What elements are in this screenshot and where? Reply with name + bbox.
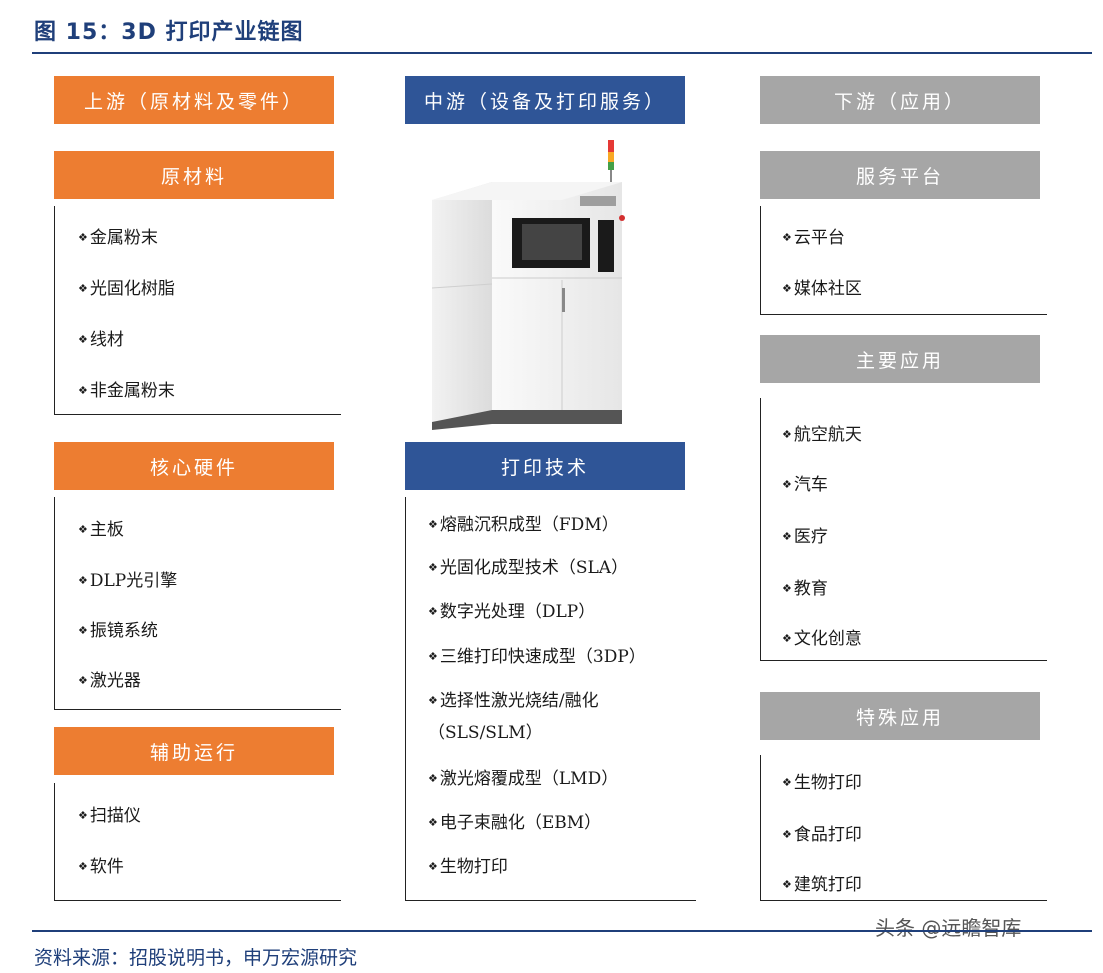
print-tech-bracket [405, 497, 696, 901]
midstream-header: 中游（设备及打印服务） [405, 76, 685, 124]
service-platform-header: 服务平台 [760, 151, 1040, 199]
diamond-bullet-icon: ❖ [78, 574, 88, 587]
list-item: ❖DLP光引擎 [78, 571, 178, 591]
title-divider [32, 52, 1092, 54]
list-item: ❖云平台 [782, 228, 845, 248]
diamond-bullet-icon: ❖ [78, 674, 88, 687]
list-item: ❖汽车 [782, 475, 828, 495]
list-item: ❖生物打印 [428, 857, 508, 877]
list-item: ❖食品打印 [782, 825, 862, 845]
list-item: ❖金属粉末 [78, 228, 158, 248]
list-item: ❖生物打印 [782, 773, 862, 793]
diamond-bullet-icon: ❖ [428, 816, 438, 829]
list-item: ❖软件 [78, 857, 124, 877]
diamond-bullet-icon: ❖ [428, 694, 438, 707]
diamond-bullet-icon: ❖ [782, 282, 792, 295]
list-item: ❖航空航天 [782, 425, 862, 445]
core-hardware-bracket [54, 497, 341, 710]
auxiliary-header: 辅助运行 [54, 727, 334, 775]
diamond-bullet-icon: ❖ [782, 231, 792, 244]
list-item: ❖光固化树脂 [78, 279, 175, 299]
list-item: ❖文化创意 [782, 629, 862, 649]
diamond-bullet-icon: ❖ [78, 624, 88, 637]
list-item: ❖光固化成型技术（SLA） [428, 558, 629, 578]
list-item: ❖振镜系统 [78, 621, 158, 641]
diamond-bullet-icon: ❖ [78, 523, 88, 536]
raw-materials-header: 原材料 [54, 151, 334, 199]
diamond-bullet-icon: ❖ [428, 650, 438, 663]
diamond-bullet-icon: ❖ [78, 282, 88, 295]
list-item: ❖媒体社区 [782, 279, 862, 299]
diamond-bullet-icon: ❖ [782, 478, 792, 491]
diamond-bullet-icon: ❖ [428, 518, 438, 531]
list-item: ❖熔融沉积成型（FDM） [428, 515, 619, 535]
watermark: 头条 @远瞻智库 [875, 916, 1022, 940]
diamond-bullet-icon: ❖ [428, 605, 438, 618]
list-item: ❖非金属粉末 [78, 381, 175, 401]
special-applications-header: 特殊应用 [760, 692, 1040, 740]
list-item: ❖电子束融化（EBM） [428, 813, 602, 833]
list-item: ❖激光器 [78, 671, 141, 691]
list-item: ❖数字光处理（DLP） [428, 602, 596, 622]
raw-materials-bracket [54, 206, 341, 415]
diamond-bullet-icon: ❖ [78, 333, 88, 346]
diamond-bullet-icon: ❖ [782, 776, 792, 789]
figure-title: 图 15：3D 打印产业链图 [34, 20, 304, 45]
printer-image-icon [432, 140, 625, 430]
diamond-bullet-icon: ❖ [428, 561, 438, 574]
upstream-header: 上游（原材料及零件） [54, 76, 334, 124]
list-item-continuation: （SLS/SLM） [428, 723, 543, 743]
list-item: ❖扫描仪 [78, 806, 141, 826]
diamond-bullet-icon: ❖ [782, 632, 792, 645]
diamond-bullet-icon: ❖ [428, 772, 438, 785]
diamond-bullet-icon: ❖ [78, 231, 88, 244]
diamond-bullet-icon: ❖ [78, 809, 88, 822]
list-item: ❖主板 [78, 520, 124, 540]
diamond-bullet-icon: ❖ [782, 582, 792, 595]
footer-divider [32, 930, 1092, 932]
list-item: ❖医疗 [782, 527, 828, 547]
source-note: 资料来源：招股说明书，申万宏源研究 [34, 947, 358, 969]
list-item: ❖建筑打印 [782, 875, 862, 895]
diamond-bullet-icon: ❖ [782, 428, 792, 441]
diamond-bullet-icon: ❖ [782, 828, 792, 841]
diamond-bullet-icon: ❖ [428, 860, 438, 873]
service-platform-bracket [760, 206, 1047, 315]
diamond-bullet-icon: ❖ [78, 384, 88, 397]
diamond-bullet-icon: ❖ [782, 878, 792, 891]
diamond-bullet-icon: ❖ [782, 530, 792, 543]
main-applications-header: 主要应用 [760, 335, 1040, 383]
main-applications-bracket [760, 398, 1047, 661]
downstream-header: 下游（应用） [760, 76, 1040, 124]
diamond-bullet-icon: ❖ [78, 860, 88, 873]
list-item: ❖教育 [782, 579, 828, 599]
special-applications-bracket [760, 755, 1047, 901]
print-tech-header: 打印技术 [405, 442, 685, 490]
core-hardware-header: 核心硬件 [54, 442, 334, 490]
list-item: ❖选择性激光烧结/融化 [428, 691, 599, 711]
list-item: ❖线材 [78, 330, 124, 350]
auxiliary-bracket [54, 783, 341, 901]
list-item: ❖三维打印快速成型（3DP） [428, 647, 646, 667]
list-item: ❖激光熔覆成型（LMD） [428, 769, 619, 789]
